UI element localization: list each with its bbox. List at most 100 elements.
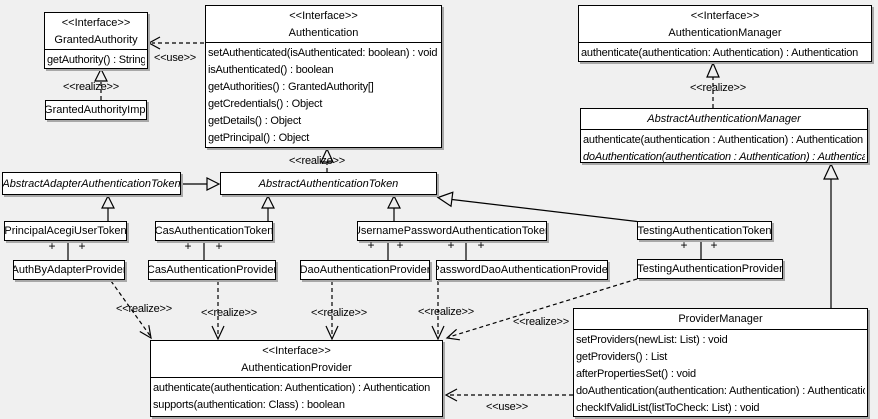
class-authentication: <<Interface>> Authentication setAuthenti… [205,5,442,148]
class-testing-authentication-provider: TestingAuthenticationProvider [637,259,783,279]
compartment-divider [206,42,441,43]
compartment-divider [45,49,147,50]
class-name: TestingAuthenticationProvider [637,263,783,275]
edge-realize-authbyadapter-authenticationprovider [110,280,152,340]
edge-realize-grantedauthorityimpl-grantedauthority [94,67,108,100]
class-name: AbstractAdapterAuthenticationToken [2,177,181,190]
realize-label: <<realize>> [311,307,367,319]
class-name: AuthenticationProvider [241,362,352,374]
class-name: PrincipalAcegiUserToken [4,225,127,237]
multiplicity-plus: + [48,239,56,253]
class-dao-authentication-provider: DaoAuthenticationProvider [300,260,430,280]
realize-label: <<realize>> [690,82,746,94]
multiplicity-plus: + [215,239,223,253]
edge-abstract-adapter-token-extends-abstract-token [181,177,221,191]
compartment-divider [581,129,867,130]
edge-principal-token-extends-abstract-adapter-token [101,194,115,221]
class-name: CasAuthenticationToken [155,225,273,237]
realize-label: <<realize>> [513,316,569,328]
realize-label: <<realize>> [289,155,345,167]
class-name: PasswordDaoAuthenticationProvider [436,264,608,276]
realize-label: <<realize>> [63,81,119,93]
multiplicity-plus: + [367,238,375,252]
edge-realize-testingprovider-authenticationprovider [445,278,638,341]
multiplicity-plus: + [447,238,455,252]
compartment-divider [151,377,442,378]
realize-label: <<realize>> [116,303,172,315]
edge-realize-casprovider-authenticationprovider [211,281,225,341]
method: doAuthentication(authentication : Authen… [583,151,865,163]
method: doAuthentication(authentication: Authent… [576,385,865,397]
class-name: ProviderManager [678,313,763,325]
stereotype-label: <<Interface>> [262,345,331,357]
edge-use-authentication-grantedauthority [147,36,204,50]
use-label: <<use>> [485,401,529,413]
multiplicity-plus: + [680,238,688,252]
class-abstract-authentication-token: AbstractAuthenticationToken [220,172,437,195]
class-name: DaoAuthenticationProvider [300,264,430,276]
class-password-dao-authentication-provider: PasswordDaoAuthenticationProvider [436,260,608,280]
stereotype-label: <<Interface>> [61,17,131,29]
class-username-password-authentication-token: UsernamePasswordAuthenticationToken [357,221,547,241]
edge-provider-manager-extends-abstract-manager [823,162,839,308]
method: checkIfValidList(listToCheck: List) : vo… [576,402,760,414]
compartment-divider [579,42,871,43]
class-name: UsernamePasswordAuthenticationToken [357,225,547,237]
edge-cas-token-extends-abstract-token [261,194,275,221]
edge-realize-daoprovider-authenticationprovider [325,281,339,341]
class-name: GrantedAuthorityImpl [45,104,147,116]
use-label: <<use>> [153,52,197,64]
method: getDetails() : Object [208,115,302,127]
class-authentication-provider: <<Interface>> AuthenticationProvider aut… [150,340,443,417]
method: getPrincipal() : Object [208,132,310,144]
method: authenticate(authentication: Authenticat… [581,47,859,59]
edge-testing-token-extends-abstract-token [436,191,638,223]
method: authenticate(authentication : Authentica… [583,134,863,146]
method: setAuthenticated(isAuthenticated: boolea… [208,47,438,59]
method: authenticate(authentication: Authenticat… [153,382,431,394]
realize-label: <<realize>> [201,307,257,319]
class-name: AbstractAuthenticationToken [258,177,399,190]
method: getAuthorities() : GrantedAuthority[] [208,81,374,93]
method: afterPropertiesSet() : void [576,368,696,380]
class-testing-authentication-token: TestingAuthenticationToken [637,221,772,240]
realize-label: <<realize>> [418,306,474,318]
class-abstract-authentication-manager: AbstractAuthenticationManager authentica… [580,108,868,163]
method: supports(authentication: Class) : boolea… [153,399,345,411]
multiplicity-plus: + [78,239,86,253]
class-cas-authentication-token: CasAuthenticationToken [155,221,273,241]
edge-use-providermanager-authenticationprovider [444,388,573,402]
class-name: Authentication [288,27,359,39]
method: setProviders(newList: List) : void [576,334,728,346]
edge-realize-passworddaoprovider-authenticationprovider [431,281,445,341]
class-granted-authority-impl: GrantedAuthorityImpl [45,100,147,120]
stereotype-label: <<Interface>> [289,10,358,22]
stereotype-label: <<Interface>> [690,10,760,22]
class-name: CasAuthenticationProvider [148,264,276,276]
multiplicity-plus: + [184,239,192,253]
class-principal-acegi-user-token: PrincipalAcegiUserToken [4,221,127,241]
class-auth-by-adapter-provider: AuthByAdapterProvider [13,260,125,280]
edge-realize-abstractmanager-authenticationmanager [706,61,720,108]
edge-realize-abstracttoken-authentication [320,147,334,172]
class-name: TestingAuthenticationToken [637,224,772,237]
multiplicity-plus: + [477,238,485,252]
class-name: GrantedAuthority [54,34,138,46]
class-authentication-manager: <<Interface>> AuthenticationManager auth… [578,5,872,62]
multiplicity-plus: + [710,238,718,252]
compartment-divider [574,329,867,330]
edge-username-token-extends-abstract-token [387,194,401,221]
method: isAuthenticated() : boolean [208,64,334,76]
class-abstract-adapter-authentication-token: AbstractAdapterAuthenticationToken [2,172,181,195]
class-name: AuthByAdapterProvider [13,264,125,276]
class-name: AbstractAuthenticationManager [647,113,801,125]
class-name: AuthenticationManager [668,27,782,39]
method: getAuthority() : String [47,54,145,66]
class-granted-authority: <<Interface>> GrantedAuthority getAuthor… [44,12,148,69]
class-cas-authentication-provider: CasAuthenticationProvider [148,260,276,280]
method: getProviders() : List [576,351,668,363]
class-provider-manager: ProviderManager setProviders(newList: Li… [573,308,868,417]
method: getCredentials() : Object [208,98,323,110]
